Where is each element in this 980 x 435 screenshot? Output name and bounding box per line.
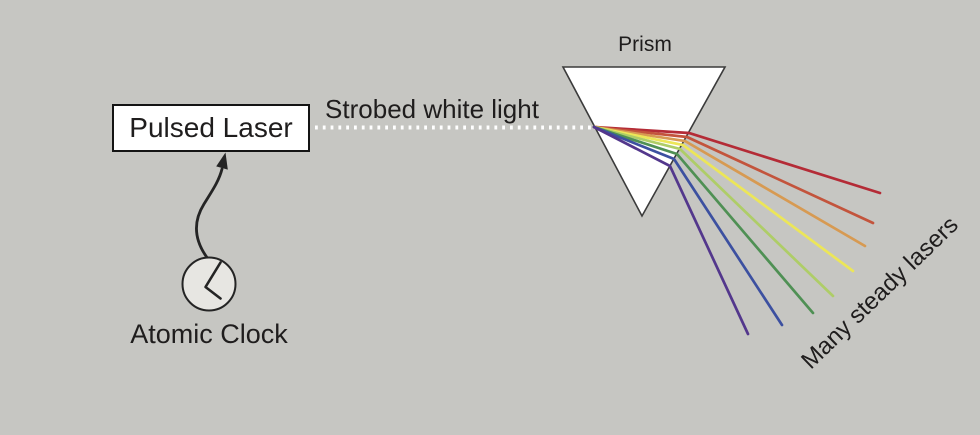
clock-hands [204,261,222,300]
spectrum-ray-red [592,125,882,195]
spectrum-ray-orange [592,125,867,248]
strobed-white-light-label: Strobed white light [325,94,539,124]
spectrum-ray-yellow-green [592,125,835,298]
atomic-clock-label: Atomic Clock [130,319,288,349]
arrow-head [216,152,228,170]
spectrum-ray-red-orange [592,125,875,225]
spectrum-ray-green [592,125,815,315]
prism-shape [561,66,727,218]
spectrum-ray-violet [592,125,750,336]
clock-to-laser-arrow [195,152,228,259]
spectrum-rays [592,125,882,336]
pulsed-laser-box: Pulsed Laser [112,104,310,152]
clock-face [181,256,237,312]
prism-label: Prism [618,33,672,56]
arrow-curve [195,167,224,259]
atomic-clock-icon [181,256,237,312]
spectrum-ray-yellow [592,125,855,273]
pulsed-laser-label: Pulsed Laser [129,112,293,143]
spectrum-ray-blue [592,125,784,327]
